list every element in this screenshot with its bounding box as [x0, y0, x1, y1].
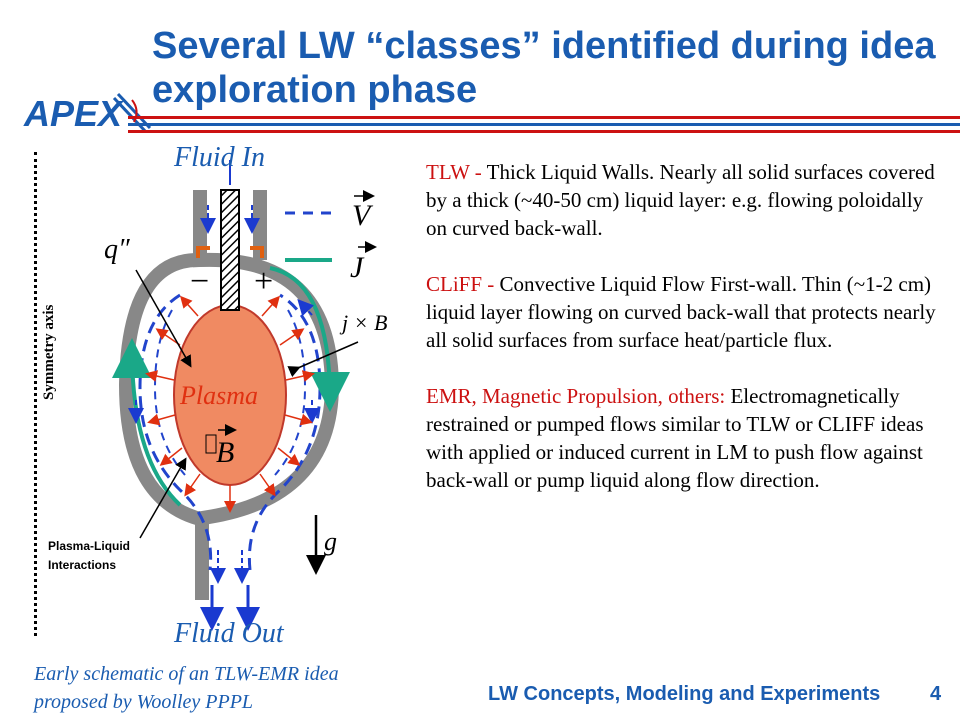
class-descriptions: TLW - Thick Liquid Walls. Nearly all sol…	[426, 158, 946, 522]
page-number: 4	[930, 683, 942, 705]
footer-title: LW Concepts, Modeling and Experiments	[488, 683, 881, 705]
fluid-in-label: Fluid In	[174, 142, 265, 173]
fluid-out-label: Fluid Out	[174, 618, 284, 649]
plus-sign: +	[254, 263, 273, 300]
electrode-right	[250, 246, 264, 258]
jxb-pointer	[287, 341, 359, 378]
pl-pointer	[139, 457, 187, 539]
paragraph-emr: EMR, Magnetic Propulsion, others: Electr…	[426, 382, 946, 494]
jxb-label: j × B	[339, 310, 387, 335]
q-pointer	[135, 269, 192, 368]
plasma-label: Plasma	[179, 381, 258, 410]
b-label: B	[216, 436, 234, 469]
plasma-liquid-label: Plasma-Liquid Interactions	[48, 539, 131, 572]
j-label: J	[350, 251, 365, 284]
center-post	[220, 189, 240, 311]
tlw-text: Thick Liquid Walls. Nearly all solid sur…	[426, 160, 935, 240]
tlw-emr-schematic: − + V J q″ j × B Plasma B g	[104, 160, 387, 631]
symmetry-axis-line	[34, 152, 37, 636]
paragraph-cliff: CLiFF - Convective Liquid Flow First-wal…	[426, 270, 946, 354]
slide-title: Several LW “classes” identified during i…	[152, 25, 936, 111]
outlet-arrows	[200, 585, 260, 631]
emr-lead: EMR, Magnetic Propulsion, others:	[426, 384, 726, 408]
flow-arrow-left	[112, 338, 182, 507]
tlw-lead: TLW -	[426, 160, 482, 184]
cliff-text: Convective Liquid Flow First-wall. Thin …	[426, 272, 936, 352]
schematic-caption: Early schematic of an TLW-EMR idea propo…	[34, 663, 339, 713]
paragraph-tlw: TLW - Thick Liquid Walls. Nearly all sol…	[426, 158, 946, 242]
flow-arrow-right	[269, 266, 350, 412]
g-label: g	[324, 527, 337, 556]
minus-sign: −	[190, 263, 209, 300]
heat-flux-arrows	[145, 279, 315, 513]
electrode-left	[196, 246, 210, 258]
liquid-boundary	[138, 293, 322, 571]
v-label: V	[352, 199, 374, 232]
header-stripes	[128, 116, 960, 137]
q-label: q″	[104, 234, 130, 265]
apex-logo: APEX	[23, 92, 152, 134]
cliff-lead: CLiFF -	[426, 272, 495, 296]
emr-text: Electromagnetically restrained or pumped…	[426, 384, 924, 492]
logo-text: APEX	[23, 93, 124, 134]
